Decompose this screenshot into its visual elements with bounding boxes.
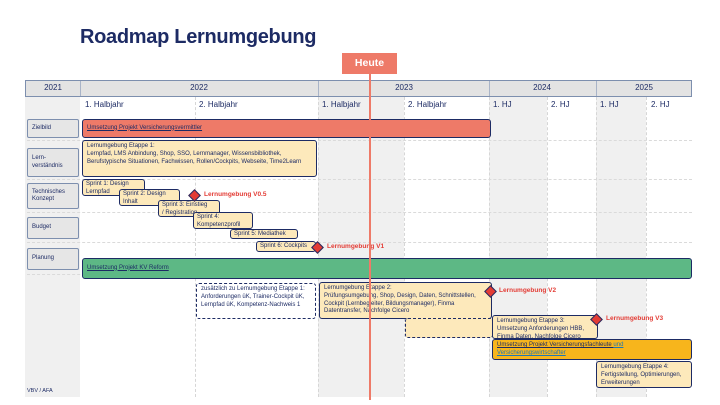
year-2025: 2025 bbox=[635, 83, 653, 92]
row-label-budget: Budget bbox=[27, 217, 79, 239]
milestone-v3-label: Lernumgebung V3 bbox=[606, 315, 664, 322]
year-divider bbox=[489, 81, 490, 96]
year-2023: 2023 bbox=[395, 83, 413, 92]
half-year-label: 2. Halbjahr bbox=[408, 100, 447, 109]
row-label-technisches-konzept: Technisches Konzept bbox=[27, 183, 79, 209]
bar-sprint-3[interactable]: Sprint 3: Einstieg / Registration bbox=[158, 200, 220, 217]
column-separator bbox=[404, 97, 405, 397]
bar-sprint-6[interactable]: Sprint 6: Cockpits bbox=[256, 241, 316, 252]
today-line bbox=[369, 74, 371, 400]
bar-versicherungsvermittler[interactable]: Umsetzung Projekt Versicherungsvermittle… bbox=[82, 119, 491, 138]
row-label-text: Lern- verständnis bbox=[32, 155, 63, 169]
row-label-planung: Planung bbox=[27, 248, 79, 270]
today-badge: Heute bbox=[342, 53, 397, 74]
row-label-text: Budget bbox=[32, 224, 52, 231]
bar-etappe-2[interactable]: Lernumgebung Etappe 2: Prüfungsumgebung,… bbox=[319, 282, 492, 319]
bar-zusaetzlich[interactable]: zusätzlich zu Lernumgebung Etappe 1: Anf… bbox=[196, 283, 316, 319]
milestone-v05-label: Lernumgebung V0.5 bbox=[204, 191, 267, 198]
column-separator bbox=[596, 97, 597, 397]
footer-text: VBV / AFA bbox=[27, 388, 53, 394]
bar-etappe-1[interactable]: Lernumgebung Etappe 1: Lernpfad, LMS Anb… bbox=[82, 140, 317, 177]
half-year-label: 1. HJ bbox=[600, 100, 619, 109]
column-separator bbox=[195, 97, 196, 397]
bar-sprint-5[interactable]: Sprint 5: Mediathek bbox=[230, 229, 298, 239]
bar-versicherungsfachleute-label: Umsetzung Projekt Versicherungsfachleute bbox=[497, 342, 614, 348]
bar-versicherungswirtschafter-link[interactable]: Versicherungswirtschafter bbox=[497, 349, 566, 356]
half-year-label: 1. Halbjahr bbox=[85, 100, 124, 109]
bar-etappe-3[interactable]: Lernumgebung Etappe 3: Umsetzung Anforde… bbox=[492, 315, 598, 339]
half-year-label: 1. HJ bbox=[493, 100, 512, 109]
bar-etappe-4[interactable]: Lernumgebung Etappe 4: Fertigstellung, O… bbox=[596, 361, 692, 388]
row-label-zielbild: Zielbild bbox=[27, 119, 79, 138]
row-label-lernverstaendnis: Lern- verständnis bbox=[27, 148, 79, 177]
row-label-text: Zielbild bbox=[32, 124, 52, 131]
year-timeline: 2021 2022 2023 2024 2025 bbox=[25, 80, 692, 97]
bar-kv-reform[interactable]: Umsetzung Projekt KV Reform bbox=[82, 258, 692, 279]
half-year-label: 2. HJ bbox=[551, 100, 570, 109]
half-year-label: 2. HJ bbox=[651, 100, 670, 109]
column-separator bbox=[547, 97, 548, 397]
year-divider bbox=[318, 81, 319, 96]
row-separator bbox=[27, 179, 692, 180]
year-divider bbox=[596, 81, 597, 96]
row-separator bbox=[27, 212, 692, 213]
half-year-label: 1. Halbjahr bbox=[322, 100, 361, 109]
row-label-text: Technisches Konzept bbox=[32, 188, 66, 203]
shade-2021 bbox=[25, 97, 80, 397]
page-title: Roadmap Lernumgebung bbox=[80, 26, 317, 48]
bar-sprint-4[interactable]: Sprint 4: Kompetenzprofil bbox=[193, 212, 253, 229]
shade-2023-h1 bbox=[318, 97, 404, 397]
milestone-v2-label: Lernumgebung V2 bbox=[499, 287, 557, 294]
row-label-text: Planung bbox=[32, 255, 55, 262]
row-separator bbox=[27, 140, 692, 141]
milestone-v1-label: Lernumgebung V1 bbox=[327, 243, 385, 250]
year-2024: 2024 bbox=[533, 83, 551, 92]
half-year-label: 2. Halbjahr bbox=[199, 100, 238, 109]
column-separator bbox=[489, 97, 490, 397]
bar-versicherungsfachleute-und[interactable]: und bbox=[613, 342, 624, 348]
year-2022: 2022 bbox=[190, 83, 208, 92]
bar-etappe-2-extension bbox=[405, 318, 493, 338]
year-2021: 2021 bbox=[44, 83, 62, 92]
column-separator bbox=[646, 97, 647, 397]
bar-versicherungsfachleute[interactable]: Umsetzung Projekt Versicherungsfachleute… bbox=[492, 339, 692, 360]
row-separator bbox=[27, 242, 692, 243]
year-divider bbox=[80, 81, 81, 96]
